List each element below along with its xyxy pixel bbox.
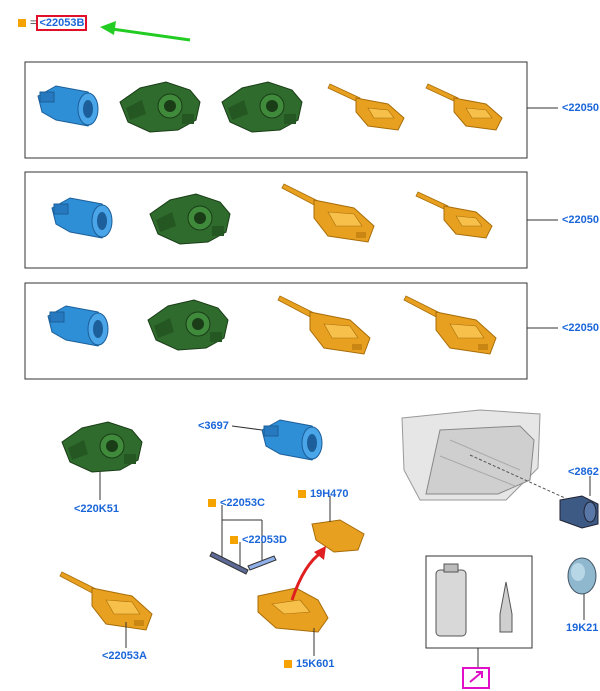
part-22053A-key[interactable] [59,571,153,631]
lamp-line-b [439,455,516,487]
part-19K21-cap-highlight [571,563,585,581]
grease-cartridge-cap [443,563,459,573]
part-label-22053D-text: <22053D [242,534,287,546]
kit-box-1[interactable] [24,61,528,159]
kit3-key-b[interactable] [403,295,497,355]
kit3-lock-housing[interactable] [147,299,229,351]
kit2-cylinder[interactable] [51,197,113,239]
kit3-key-a[interactable] [277,295,371,355]
red-arrow-head [314,546,326,560]
green-arrow-head [100,21,116,35]
square-icon [284,660,292,668]
kit2-lock-housing[interactable] [149,193,231,245]
tailgate-leader [469,454,566,499]
kit1-lock-housing-b[interactable] [221,81,303,133]
legend-ref-link[interactable]: <22053B [36,15,88,31]
part-label-19H470[interactable]: 19H470 [298,488,349,500]
key-shell-panel [271,599,311,615]
kit2-key-large[interactable] [281,183,375,243]
kit3-cylinder[interactable] [47,305,109,347]
legend-equals: = [30,17,37,29]
part-label-15K601-text: 15K601 [296,658,335,670]
kit1-cylinder[interactable] [37,85,99,127]
part-2862-cylinder-face [583,501,597,523]
part-label-19H470-text: 19H470 [310,488,349,500]
kit-label-1[interactable]: <22050 [562,102,600,114]
key-blade-22053D[interactable] [247,555,277,571]
green-arrow [111,27,191,42]
legend: =<22053B [18,15,88,31]
square-icon [208,499,216,507]
part-label-220K51[interactable]: <220K51 [74,503,119,515]
square-icon [230,536,238,544]
kit1-lock-housing-a[interactable] [119,81,201,133]
kit-label-2[interactable]: <22050 [562,214,600,226]
key-blade-22053C[interactable] [209,551,249,575]
external-link-arrow [469,671,483,683]
external-link-icon[interactable] [462,667,490,689]
part-label-22053A[interactable]: <22053A [102,650,147,662]
part-19H470-key-cover[interactable] [311,519,365,553]
part-label-22053C-text: <22053C [220,497,265,509]
kit-box-3[interactable] [24,282,528,380]
grease-kit-box[interactable] [425,555,533,649]
part-220K51-lock-housing[interactable] [61,421,143,473]
kit2-key-small[interactable] [415,191,493,239]
part-label-22053D[interactable]: <22053D [230,534,287,546]
part-label-22053C[interactable]: <22053C [208,497,265,509]
kit1-key-a[interactable] [327,83,405,131]
part-3697-cylinder[interactable] [261,419,323,461]
part-label-19K21[interactable]: 19K21 [566,622,599,634]
grease-nozzle-icon [499,581,513,633]
part-label-3697[interactable]: <3697 [198,420,229,432]
kit-label-3[interactable]: <22050 [562,322,600,334]
part-label-15K601[interactable]: 15K601 [284,658,335,670]
lamp-line-a [449,439,521,471]
leader-3697 [231,425,263,431]
square-icon [298,490,306,498]
kit1-key-b[interactable] [425,83,503,131]
legend-square-icon [18,19,26,27]
grease-cartridge-icon [435,569,467,637]
part-label-2862[interactable]: <2862 [568,466,599,478]
